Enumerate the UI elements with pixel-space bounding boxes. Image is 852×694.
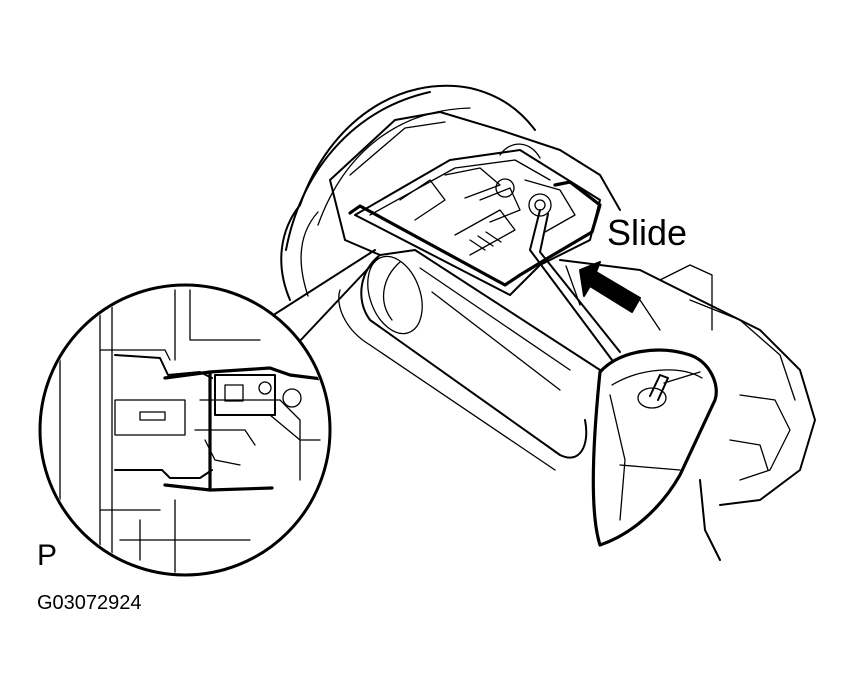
key-interlock-bracket xyxy=(354,143,601,296)
column-tube xyxy=(338,249,601,471)
detail-view-circle xyxy=(38,283,332,577)
steering-wheel-rim xyxy=(280,84,536,301)
shift-lever-housing xyxy=(591,348,718,547)
arrow-up-left-icon xyxy=(579,261,641,313)
figure-id: G03072924 xyxy=(37,592,142,614)
column-cover xyxy=(329,111,816,561)
bracket-outline xyxy=(348,204,522,287)
slide-label: Slide xyxy=(607,212,688,253)
view-marker-label: P xyxy=(37,539,58,572)
bracket-outline-right xyxy=(518,180,602,277)
interlock-cable xyxy=(529,209,621,361)
